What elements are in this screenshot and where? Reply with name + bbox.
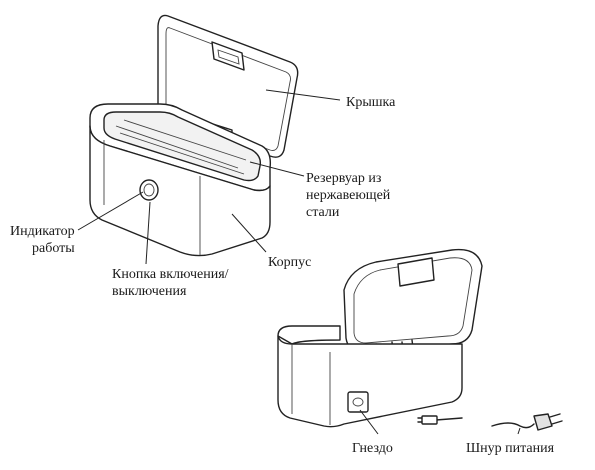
socket-label-text: Гнездо [352, 441, 393, 456]
indicator-label-line-1: Индикатор [10, 224, 75, 239]
indicator-label: Индикатор работы [10, 223, 75, 257]
body-housing [89, 103, 272, 257]
power-button-label: Кнопка включения/ выключения [112, 266, 229, 300]
body-label-text: Корпус [268, 255, 312, 270]
socket-plug [417, 415, 463, 425]
power-cord [491, 413, 563, 431]
tank-label-line-1: Резервуар из [306, 171, 382, 186]
tank-label: Резервуар из нержавеющей стали [306, 170, 390, 221]
lid-label: Крышка [346, 94, 395, 111]
device-front-view [89, 14, 299, 257]
power-button-label-line-2: выключения [112, 284, 187, 299]
body-back-housing [277, 325, 463, 428]
leader-lines [77, 89, 521, 435]
power-cord-label-text: Шнур питания [466, 441, 555, 456]
device-back-view [277, 248, 563, 431]
power-button-label-line-1: Кнопка включения/ [112, 267, 229, 282]
body-label: Корпус [268, 254, 311, 271]
indicator-label-line-2: работы [32, 241, 75, 256]
power-cord-label: Шнур питания [466, 440, 554, 457]
tank-label-line-3: стали [306, 205, 340, 220]
socket-label: Гнездо [352, 440, 393, 457]
lid-label-text: Крышка [346, 95, 396, 110]
tank-label-line-2: нержавеющей [306, 188, 391, 203]
